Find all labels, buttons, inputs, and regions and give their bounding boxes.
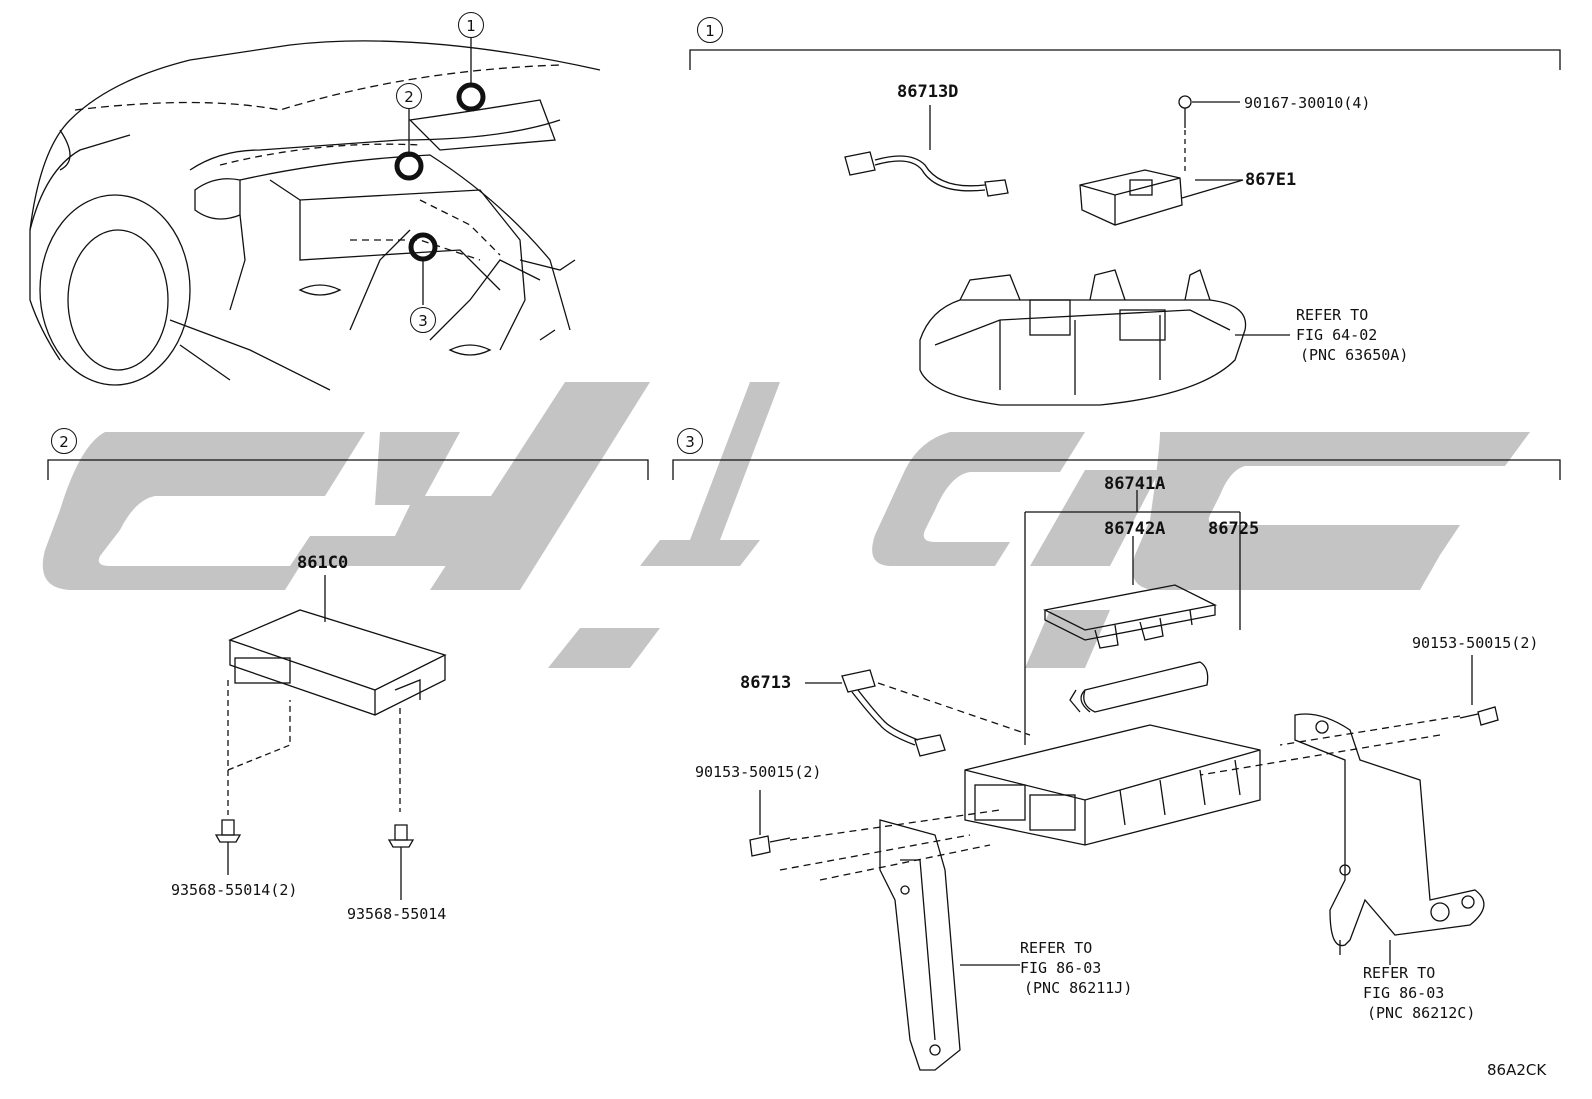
callout-3: 3 [410, 307, 436, 333]
module-867E1 [1079, 95, 1244, 226]
part-label-86742A: 86742A [1104, 519, 1166, 539]
figure-code: 86A2CK [1487, 1061, 1547, 1079]
section-3-bracket [672, 459, 1561, 480]
section-2-marker: 2 [51, 428, 77, 454]
part-label-90153-50015-left: 90153-50015(2) [695, 763, 822, 781]
refer-86-03-a-line1: REFER TO [1020, 939, 1093, 957]
refer-86-03-b-line2: FIG 86-03 [1363, 984, 1445, 1002]
part-label-86741A: 86741A [1104, 474, 1166, 494]
line-art [29, 37, 1561, 1071]
part-label-86725: 86725 [1208, 519, 1260, 539]
part-label-86713D: 86713D [897, 82, 959, 102]
harness-86713 [805, 669, 1031, 757]
part-label-86713: 86713 [740, 673, 792, 693]
vehicle-overview [29, 37, 601, 391]
leader-86741A [1024, 490, 1241, 745]
refer-64-02-line2: FIG 64-02 [1296, 326, 1378, 344]
part-label-90167-30010: 90167-30010(4) [1244, 94, 1371, 112]
battery-86725 [1069, 661, 1209, 713]
console-housing [919, 269, 1290, 406]
part-label-861C0: 861C0 [297, 553, 349, 573]
part-label-90153-50015-right: 90153-50015(2) [1412, 634, 1539, 652]
watermark-logo [42, 382, 1530, 668]
callout-1: 1 [458, 12, 484, 38]
refer-86-03-a-line3: (PNC 86211J) [1024, 979, 1133, 997]
part-label-93568-55014-2: 93568-55014(2) [171, 881, 298, 899]
refer-86-03-a-line2: FIG 86-03 [1020, 959, 1102, 977]
section-3-marker: 3 [677, 428, 703, 454]
harness-86713D [844, 105, 1009, 197]
section-1-marker: 1 [697, 17, 723, 43]
bolts [749, 655, 1499, 881]
bracket-right [1294, 713, 1485, 965]
refer-64-02-line3: (PNC 63650A) [1300, 346, 1409, 364]
main-unit [964, 724, 1261, 846]
part-label-867E1: 867E1 [1245, 170, 1297, 190]
plate-86742A [1042, 584, 1218, 649]
callout-2: 2 [396, 83, 422, 109]
section-2-bracket [47, 459, 649, 480]
refer-86-03-b-line3: (PNC 86212C) [1367, 1004, 1476, 1022]
refer-64-02-line1: REFER TO [1296, 306, 1369, 324]
refer-86-03-b-line1: REFER TO [1363, 964, 1436, 982]
part-label-93568-55014: 93568-55014 [347, 905, 447, 923]
section-1-bracket [689, 49, 1561, 70]
bracket-left [879, 819, 1020, 1071]
ecu-861C0 [214, 575, 447, 900]
